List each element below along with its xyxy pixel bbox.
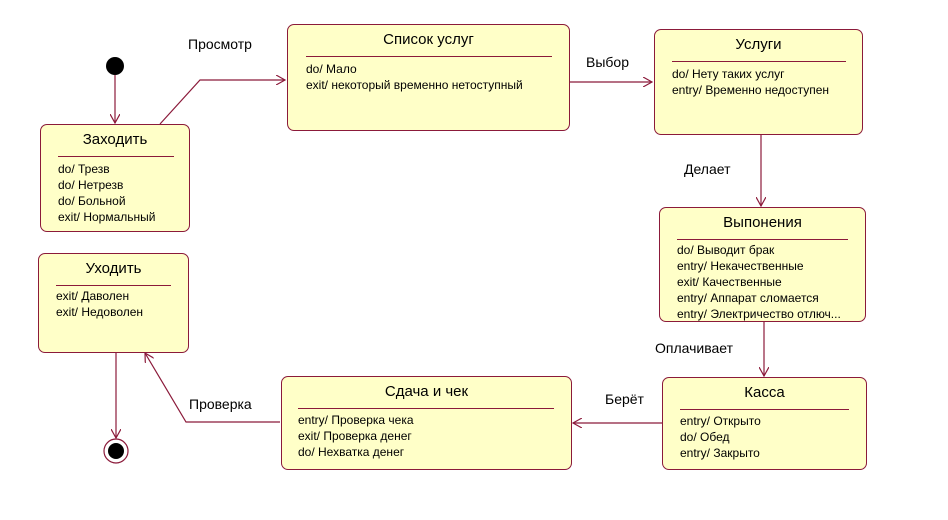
state-title: Сдача и чек: [384, 383, 469, 400]
state-title: Касса: [744, 384, 785, 401]
state-title: Уходить: [85, 260, 142, 277]
state-actions: do/ Нету таких услуг entry/ Временно нед…: [672, 66, 829, 98]
state-zahodit: Заходить do/ Трезв do/ Нетрезв do/ Больн…: [40, 124, 190, 232]
action-item: entry/ Закрыто: [680, 446, 760, 460]
action-item: entry/ Некачественные: [677, 259, 804, 273]
initial-state: [106, 57, 124, 75]
action-item: do/ Трезв: [58, 162, 110, 176]
state-actions: exit/ Даволен exit/ Недоволен: [56, 288, 143, 320]
state-actions: entry/ Открыто do/ Обед entry/ Закрыто: [680, 413, 761, 461]
state-divider: [56, 285, 171, 286]
action-item: entry/ Проверка чека: [298, 413, 414, 427]
action-item: entry/ Временно недоступен: [672, 83, 830, 97]
action-item: do/ Нетрезв: [58, 178, 124, 192]
action-item: entry/ Аппарат сломается: [677, 291, 819, 305]
action-item: exit/ Проверка денег: [298, 429, 412, 443]
edge-proverka: [145, 353, 280, 423]
state-divider: [306, 56, 552, 57]
transition-label-beryot: Берёт: [605, 391, 644, 407]
action-item: exit/ Нормальный: [58, 210, 156, 224]
state-actions: do/ Трезв do/ Нетрезв do/ Больной exit/ …: [58, 161, 156, 225]
transition-label-vybor: Выбор: [586, 54, 629, 70]
action-item: do/ Выводит брак: [677, 243, 775, 257]
state-actions: entry/ Проверка чека exit/ Проверка дене…: [298, 412, 414, 460]
state-uhodit: Уходить exit/ Даволен exit/ Недоволен: [38, 253, 189, 353]
state-uslugi: Услуги do/ Нету таких услуг entry/ Време…: [654, 29, 863, 135]
transition-label-delaet: Делает: [684, 161, 731, 177]
action-item: exit/ Качественные: [677, 275, 782, 289]
state-title: Список услуг: [383, 31, 474, 48]
state-title: Услуги: [735, 36, 782, 53]
action-item: entry/ Открыто: [680, 414, 761, 428]
transition-label-proverka: Проверка: [189, 396, 252, 412]
action-item: do/ Больной: [58, 194, 126, 208]
state-divider: [298, 408, 554, 409]
action-item: do/ Мало: [306, 62, 357, 76]
transition-label-oplachivaet: Оплачивает: [655, 340, 734, 356]
action-item: entry/ Электричество отлюч...: [677, 307, 841, 321]
state-divider: [58, 156, 174, 157]
state-title: Заходить: [82, 131, 148, 148]
state-actions: do/ Выводит брак entry/ Некачественные e…: [677, 242, 841, 322]
state-divider: [680, 409, 849, 410]
edge-prosmotr: [159, 80, 285, 125]
state-divider: [672, 61, 846, 62]
action-item: do/ Нехватка денег: [298, 445, 405, 459]
transition-label-prosmotr: Просмотр: [188, 36, 252, 52]
state-spisok-uslug: Список услуг do/ Мало exit/ некоторый вр…: [287, 24, 570, 131]
state-vyponenia: Выпонения do/ Выводит брак entry/ Некаче…: [659, 207, 866, 322]
action-item: exit/ некоторый временно нетоступный: [306, 78, 523, 92]
state-sdacha-i-chek: Сдача и чек entry/ Проверка чека exit/ П…: [281, 376, 572, 470]
state-actions: do/ Мало exit/ некоторый временно нетост…: [306, 61, 523, 93]
action-item: exit/ Даволен: [56, 289, 130, 303]
action-item: do/ Нету таких услуг: [672, 67, 785, 81]
state-divider: [677, 239, 848, 240]
action-item: exit/ Недоволен: [56, 305, 144, 319]
state-kassa: Касса entry/ Открыто do/ Обед entry/ Зак…: [662, 377, 867, 470]
final-state: [103, 438, 129, 464]
state-title: Выпонения: [723, 214, 802, 231]
action-item: do/ Обед: [680, 430, 730, 444]
